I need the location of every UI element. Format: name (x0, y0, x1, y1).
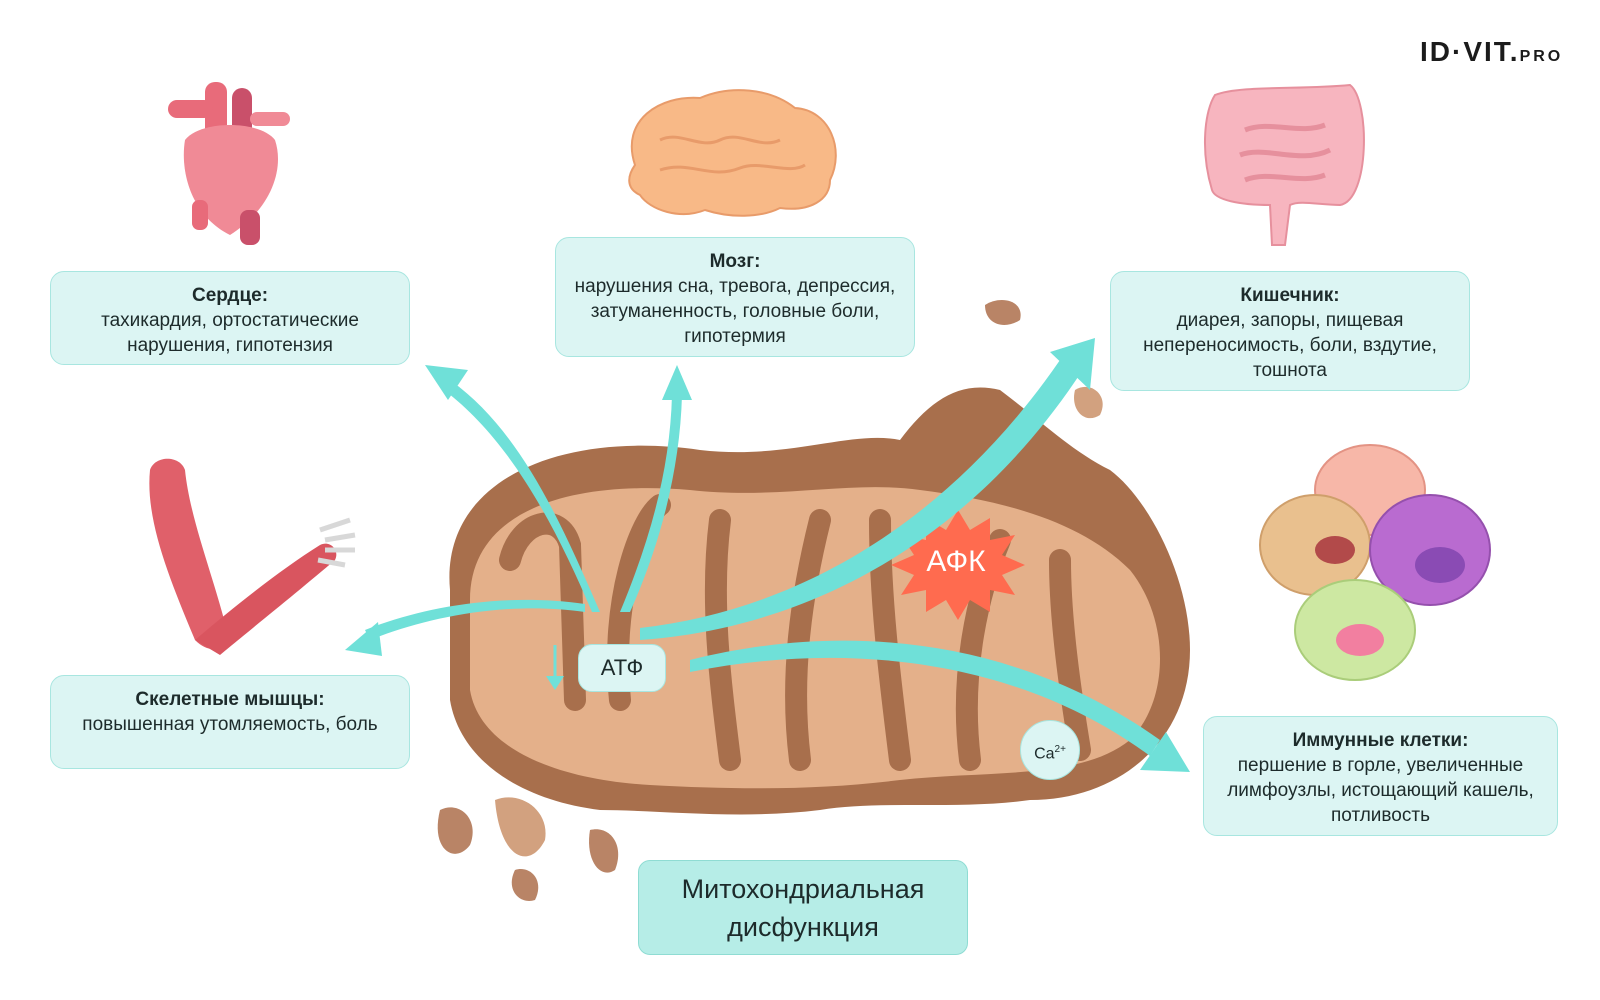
immune-title: Иммунные клетки: (1292, 730, 1469, 751)
muscle-effects-box: Скелетные мышцы: повышенная утомляемость… (50, 675, 410, 769)
effect-arrows (345, 338, 1190, 772)
ros-label: АФК (926, 545, 986, 578)
calcium-label: Ca2+ (1020, 720, 1080, 780)
muscle-title: Скелетные мышцы: (135, 689, 325, 710)
heart-illustration (168, 82, 290, 245)
gut-title: Кишечник: (1240, 285, 1340, 306)
brand-suffix: PRO (1519, 48, 1564, 65)
heart-text: тахикардия, ортостатические нарушения, г… (101, 310, 359, 356)
heart-effects-box: Сердце: тахикардия, ортостатические нару… (50, 271, 410, 365)
decrease-arrow (546, 645, 564, 690)
ros-starburst (891, 510, 1025, 620)
intestine-illustration (1204, 83, 1365, 246)
muscle-text: повышенная утомляемость, боль (82, 714, 378, 735)
atp-label: АТФ (578, 644, 666, 692)
brain-effects-box: Мозг: нарушения сна, тревога, депрессия,… (555, 237, 915, 357)
gut-effects-box: Кишечник: диарея, запоры, пищевая непере… (1110, 271, 1470, 391)
brain-text: нарушения сна, тревога, депрессия, затум… (574, 276, 896, 347)
brand-logo: ID·VIT.PRO (1420, 36, 1563, 68)
brain-title: Мозг: (709, 251, 761, 272)
gut-text: диарея, запоры, пищевая непереносимость,… (1143, 310, 1437, 381)
heart-title: Сердце: (191, 285, 269, 306)
mitochondrion-illustration (437, 300, 1191, 901)
calcium-charge: 2+ (1054, 744, 1066, 755)
calcium-base: Ca (1034, 745, 1055, 763)
immune-cells-illustration (1259, 444, 1491, 681)
immune-text: першение в горле, увеличенные лимфоузлы,… (1227, 755, 1534, 826)
diagram-title: Митохондриальная дисфункция (638, 860, 968, 955)
immune-effects-box: Иммунные клетки: першение в горле, увели… (1203, 716, 1558, 836)
brain-illustration (628, 89, 837, 217)
brand-main: ID·VIT. (1420, 36, 1520, 67)
arm-muscle-illustration (149, 458, 356, 655)
